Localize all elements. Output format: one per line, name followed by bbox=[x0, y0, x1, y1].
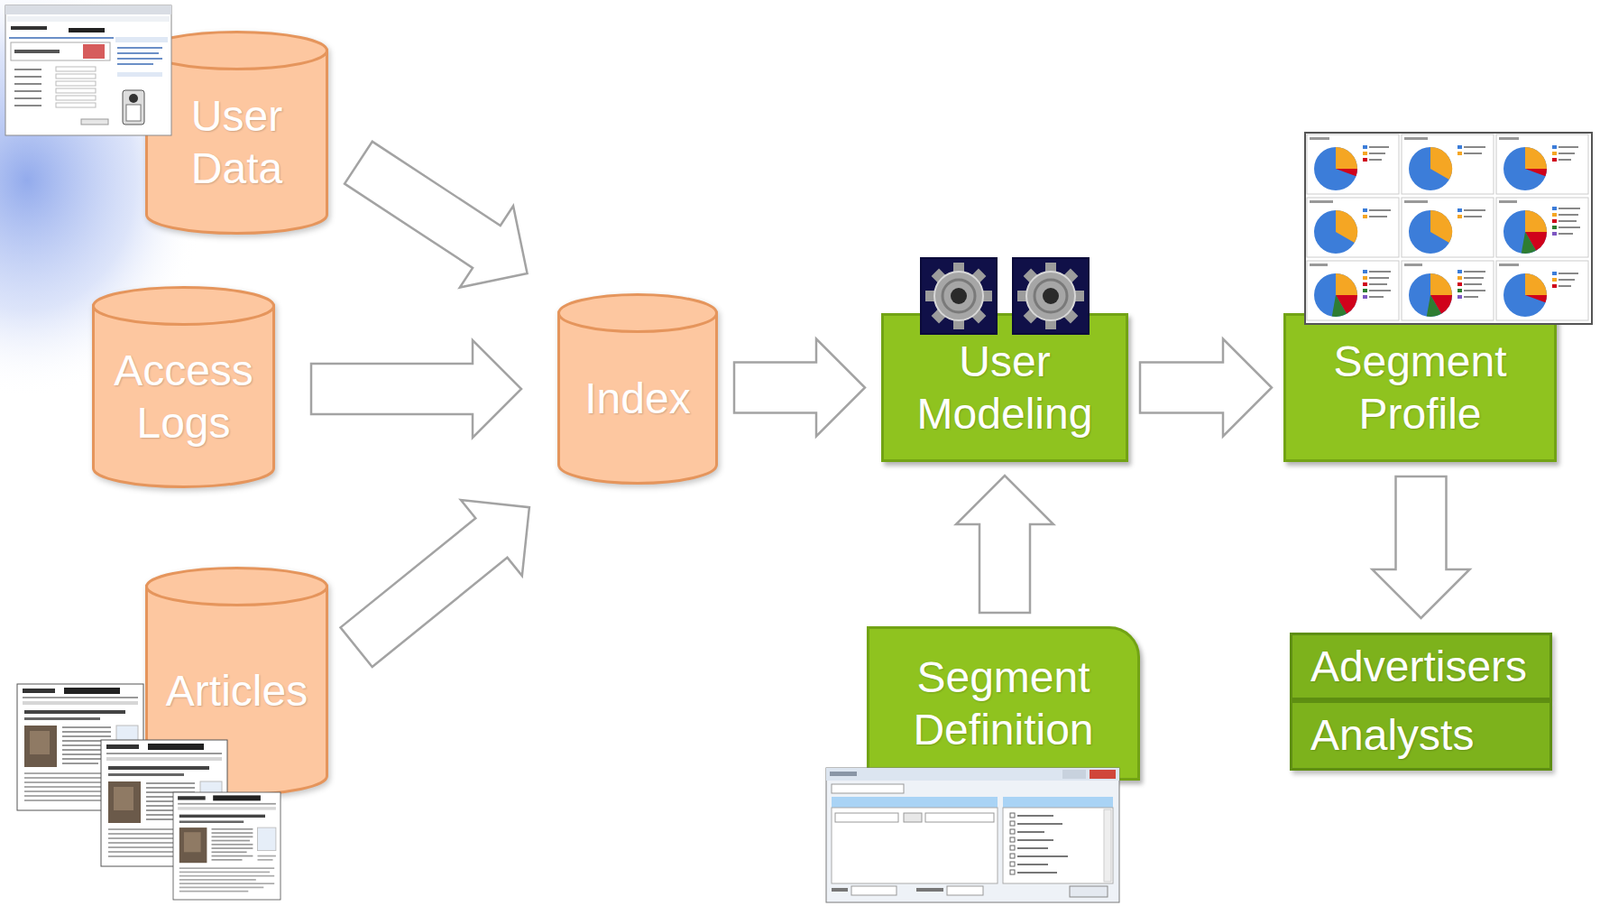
process-box: Segment Profile bbox=[1283, 312, 1557, 462]
database-cylinder: User Data bbox=[145, 30, 329, 235]
database-cylinder: Articles bbox=[145, 566, 329, 796]
block-arrow bbox=[344, 141, 527, 288]
article-screenshot bbox=[17, 683, 144, 810]
cylinder-body bbox=[147, 50, 328, 233]
cylinder-top bbox=[147, 32, 328, 70]
audience-box: Analysts bbox=[1289, 699, 1553, 771]
node-label: Articles bbox=[165, 664, 308, 718]
block-arrow bbox=[956, 475, 1054, 613]
database-cylinder: Index bbox=[557, 293, 718, 485]
node-label: Segment Definition bbox=[882, 651, 1125, 755]
node-label: User Modeling bbox=[896, 335, 1113, 440]
gear-icon bbox=[919, 257, 998, 335]
process-box: Segment Definition bbox=[866, 625, 1141, 781]
article-screenshot bbox=[101, 739, 228, 866]
node-label: Advertisers bbox=[1310, 640, 1527, 693]
node-label: Segment Profile bbox=[1298, 335, 1542, 440]
process-box: User Modeling bbox=[881, 312, 1129, 462]
cylinder-body bbox=[559, 312, 718, 483]
gear-icon bbox=[1011, 257, 1090, 335]
cylinder-top bbox=[93, 287, 275, 325]
node-label: Index bbox=[584, 372, 690, 425]
block-arrow bbox=[340, 499, 530, 667]
block-arrow bbox=[1140, 339, 1272, 437]
account-screenshot bbox=[5, 5, 172, 136]
audience-box: Advertisers bbox=[1289, 632, 1553, 700]
pie-chart-screenshot bbox=[1305, 132, 1592, 324]
block-arrow bbox=[734, 339, 865, 437]
cylinder-top bbox=[147, 568, 328, 606]
node-label: User Data bbox=[156, 90, 318, 194]
cylinder-body bbox=[147, 586, 328, 794]
search-dialog-screenshot bbox=[826, 767, 1120, 902]
cylinder-body bbox=[93, 305, 275, 487]
node-label: Analysts bbox=[1310, 708, 1474, 762]
article-screenshot bbox=[173, 791, 281, 900]
block-arrow bbox=[1372, 476, 1471, 618]
database-cylinder: Access Logs bbox=[91, 285, 276, 488]
cylinder-top bbox=[559, 294, 718, 332]
block-arrow bbox=[311, 340, 522, 438]
node-label: Access Logs bbox=[102, 344, 265, 449]
